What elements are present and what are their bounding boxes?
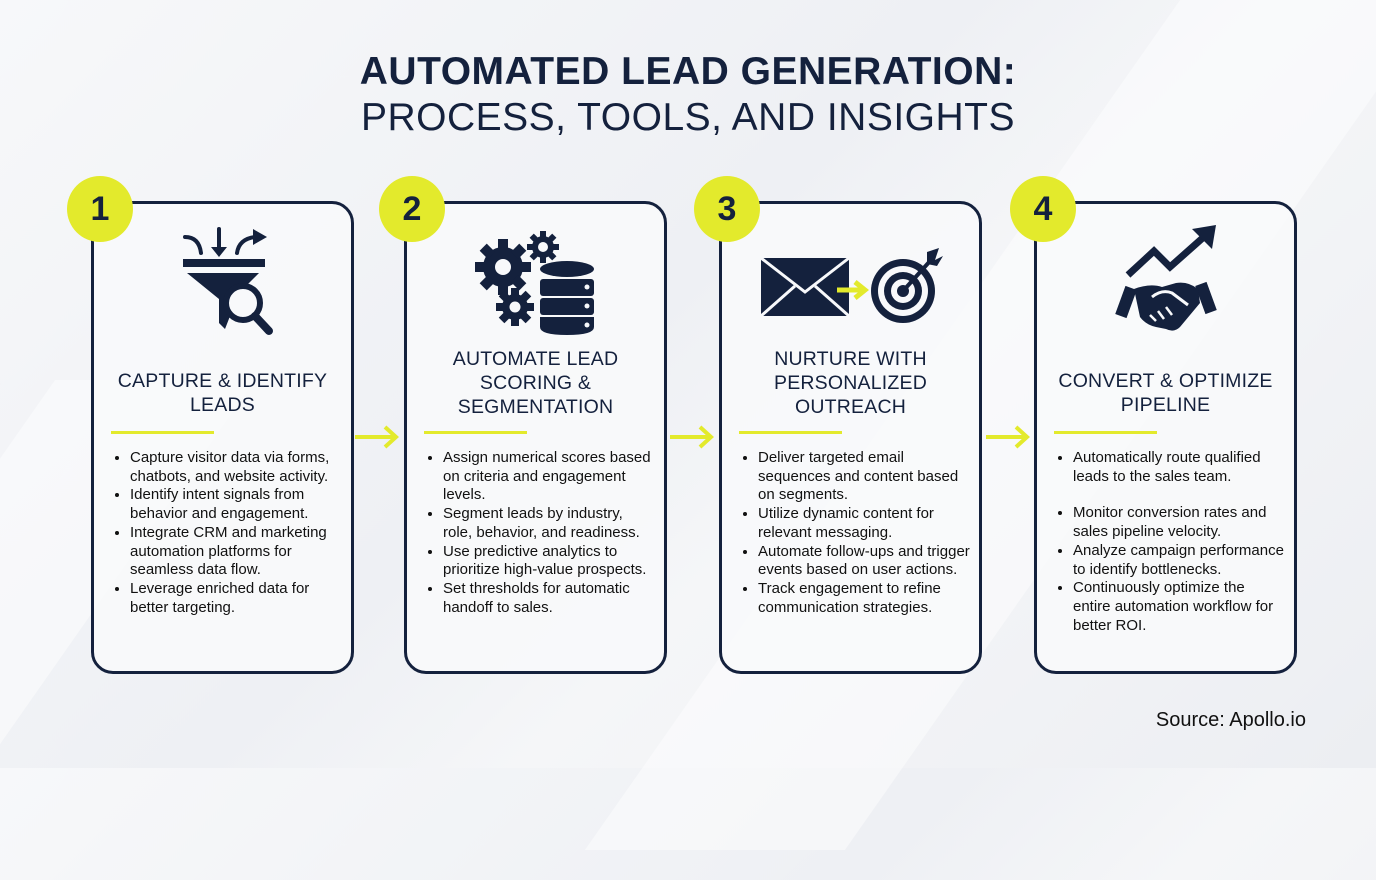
step-title-line: PIPELINE <box>1120 394 1211 416</box>
bullet-item: Automatically route qualified leads to t… <box>1073 449 1286 486</box>
arrow-right-icon <box>986 425 1030 449</box>
step-card-3: NURTURE WITH PERSONALIZED OUTREACH Deliv… <box>719 201 982 674</box>
source-credit: Source: Apollo.io <box>1155 709 1306 731</box>
step-card-2: AUTOMATE LEAD SCORING & SEGMENTATION Ass… <box>404 201 667 674</box>
step-title: CONVERT & OPTIMIZE PIPELINE <box>1047 369 1284 417</box>
bullet-item: Deliver targeted email sequences and con… <box>758 449 971 505</box>
step-title-line: PERSONALIZED <box>773 372 928 394</box>
bullet-item: Identify intent signals from behavior an… <box>130 486 343 523</box>
arrow-right-icon <box>355 425 399 449</box>
step-number: 2 <box>402 189 422 228</box>
step-bullets: Automatically route qualified leads to t… <box>1051 449 1286 635</box>
step-title-line: CONVERT & OPTIMIZE <box>1058 370 1273 392</box>
step-title-line: SCORING & <box>479 372 592 394</box>
title-line-1: AUTOMATED LEAD GENERATION: <box>359 50 1017 93</box>
bullet-item: Use predictive analytics to prioritize h… <box>443 543 656 580</box>
step-bullets: Assign numerical scores based on criteri… <box>421 449 656 617</box>
step-title-line: SEGMENTATION <box>457 396 614 418</box>
step-number-badge: 3 <box>694 176 760 242</box>
bullet-item: Assign numerical scores based on criteri… <box>443 449 656 505</box>
title-line-2: PROCESS, TOOLS, AND INSIGHTS <box>360 96 1016 139</box>
step-card-4: CONVERT & OPTIMIZE PIPELINE Automaticall… <box>1034 201 1297 674</box>
bullet-item: Integrate CRM and marketing automation p… <box>130 524 343 580</box>
step-title-line: CAPTURE & IDENTIFY <box>117 370 328 392</box>
bullet-item: Segment leads by industry, role, behavio… <box>443 505 656 542</box>
step-number-badge: 2 <box>379 176 445 242</box>
bullet-item: Capture visitor data via forms, chatbots… <box>130 449 343 486</box>
bullet-item: Continuously optimize the entire automat… <box>1073 579 1286 635</box>
step-title-line: NURTURE WITH <box>774 348 927 370</box>
bullet-item: Set thresholds for automatic handoff to … <box>443 580 656 617</box>
email-to-target-icon <box>722 218 979 348</box>
step-card-1: CAPTURE & IDENTIFY LEADS Capture visitor… <box>91 201 354 674</box>
bullet-item: Leverage enriched data for better target… <box>130 580 343 617</box>
step-title-line: AUTOMATE LEAD <box>452 348 619 370</box>
step-title: AUTOMATE LEAD SCORING & SEGMENTATION <box>417 347 654 419</box>
step-title-line: OUTREACH <box>794 396 907 418</box>
step-bullets: Deliver targeted email sequences and con… <box>736 449 971 617</box>
step-title: CAPTURE & IDENTIFY LEADS <box>104 369 341 417</box>
step-number: 3 <box>717 189 737 228</box>
step-number: 1 <box>90 189 110 228</box>
accent-divider <box>1054 431 1157 434</box>
gears-database-icon <box>407 218 664 348</box>
page-title: AUTOMATED LEAD GENERATION: PROCESS, TOOL… <box>0 52 1376 138</box>
step-number-badge: 1 <box>67 176 133 242</box>
handshake-growth-icon <box>1037 218 1294 348</box>
bullet-item: Track engagement to refine communication… <box>758 580 971 617</box>
funnel-magnifier-icon <box>94 218 351 348</box>
step-number-badge: 4 <box>1010 176 1076 242</box>
step-number: 4 <box>1033 189 1053 228</box>
arrow-right-icon <box>670 425 714 449</box>
accent-divider <box>739 431 842 434</box>
accent-divider <box>111 431 214 434</box>
bullet-item: Utilize dynamic content for relevant mes… <box>758 505 971 542</box>
accent-divider <box>424 431 527 434</box>
step-title: NURTURE WITH PERSONALIZED OUTREACH <box>732 347 969 419</box>
step-bullets: Capture visitor data via forms, chatbots… <box>108 449 343 617</box>
bullet-item: Analyze campaign performance to identify… <box>1073 542 1286 579</box>
bullet-item: Monitor conversion rates and sales pipel… <box>1073 504 1286 541</box>
step-title-line: LEADS <box>190 394 255 416</box>
bullet-item: Automate follow-ups and trigger events b… <box>758 543 971 580</box>
